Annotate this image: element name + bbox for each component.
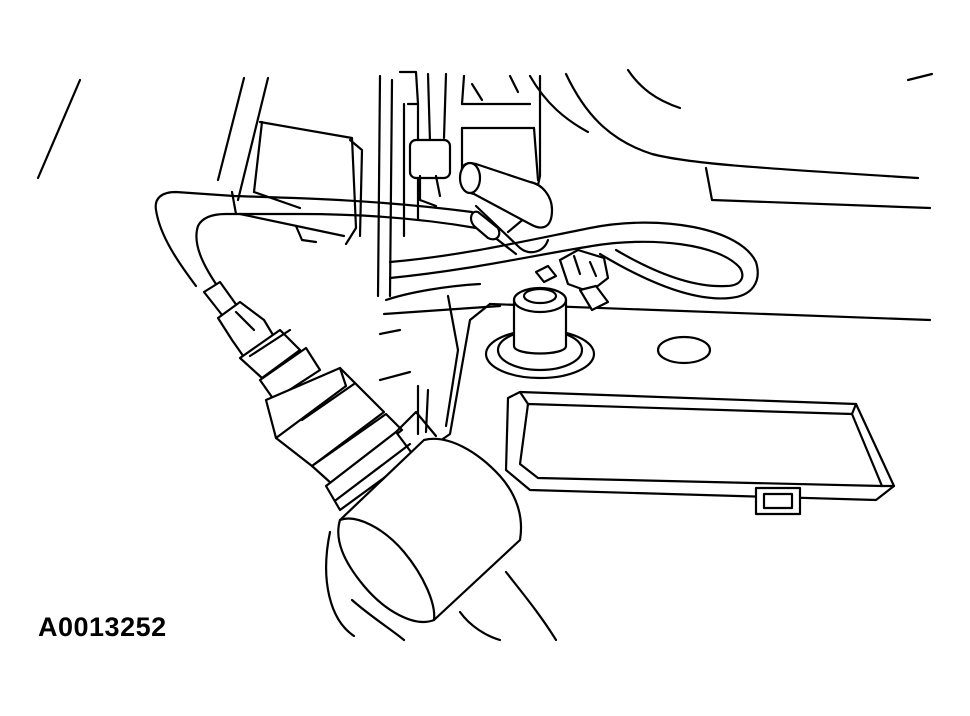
- harness-clip: [534, 248, 610, 312]
- background-panel: [216, 76, 364, 246]
- stud-grommet: [484, 286, 596, 380]
- oxygen-sensor: [202, 280, 416, 512]
- upper-connector-block: [408, 126, 540, 208]
- top-right-edge-line: [906, 72, 934, 82]
- right-harness-loop: [382, 221, 759, 316]
- figure-id-label: A0013252: [38, 612, 167, 642]
- vertical-bracket: [376, 70, 448, 298]
- upper-tube: [458, 161, 554, 256]
- left-edge-line: [36, 78, 82, 180]
- lower-wires: [325, 530, 558, 642]
- middle-detail-lines: [378, 328, 430, 436]
- sensor-connector-boot: [337, 410, 523, 623]
- sensor-wire: [154, 190, 478, 288]
- panel-hole: [656, 335, 712, 365]
- cover-plate: [504, 390, 896, 516]
